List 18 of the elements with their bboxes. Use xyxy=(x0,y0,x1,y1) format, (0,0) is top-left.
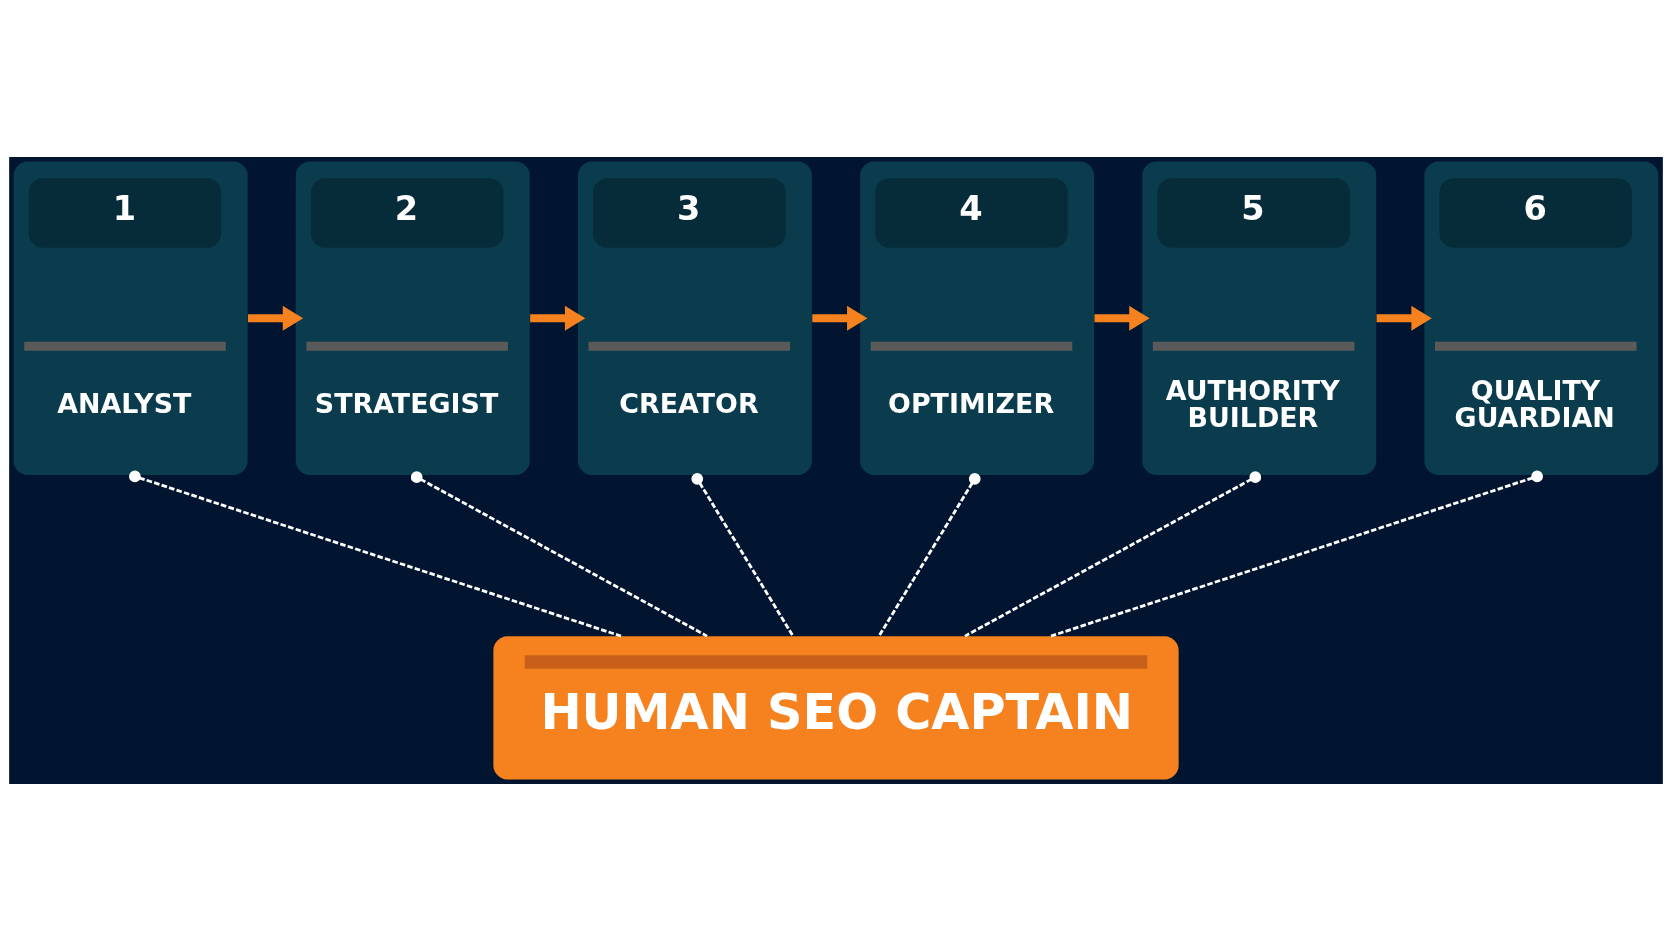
node-box: 6 QUALITY GUARDIAN xyxy=(1424,161,1659,475)
connector xyxy=(129,470,622,638)
node-box: HUMAN SEO CAPTAIN xyxy=(493,636,1179,780)
arrow xyxy=(530,305,586,331)
node-box: 1 ANALYST xyxy=(13,161,248,475)
node-box: 4 OPTIMIZER xyxy=(860,161,1095,475)
node-box: 2 STRATEGIST xyxy=(295,161,530,475)
connector xyxy=(964,471,1262,638)
connector xyxy=(410,471,708,638)
arrow xyxy=(812,305,868,331)
arrow xyxy=(1376,305,1432,331)
arrow xyxy=(1094,305,1150,331)
connector xyxy=(877,472,981,637)
connector xyxy=(1050,470,1543,638)
node-box: 5 AUTHORITY BUILDER xyxy=(1142,161,1377,475)
connector xyxy=(691,472,795,637)
arrow xyxy=(248,305,304,331)
node-box: 3 CREATOR xyxy=(577,161,812,475)
